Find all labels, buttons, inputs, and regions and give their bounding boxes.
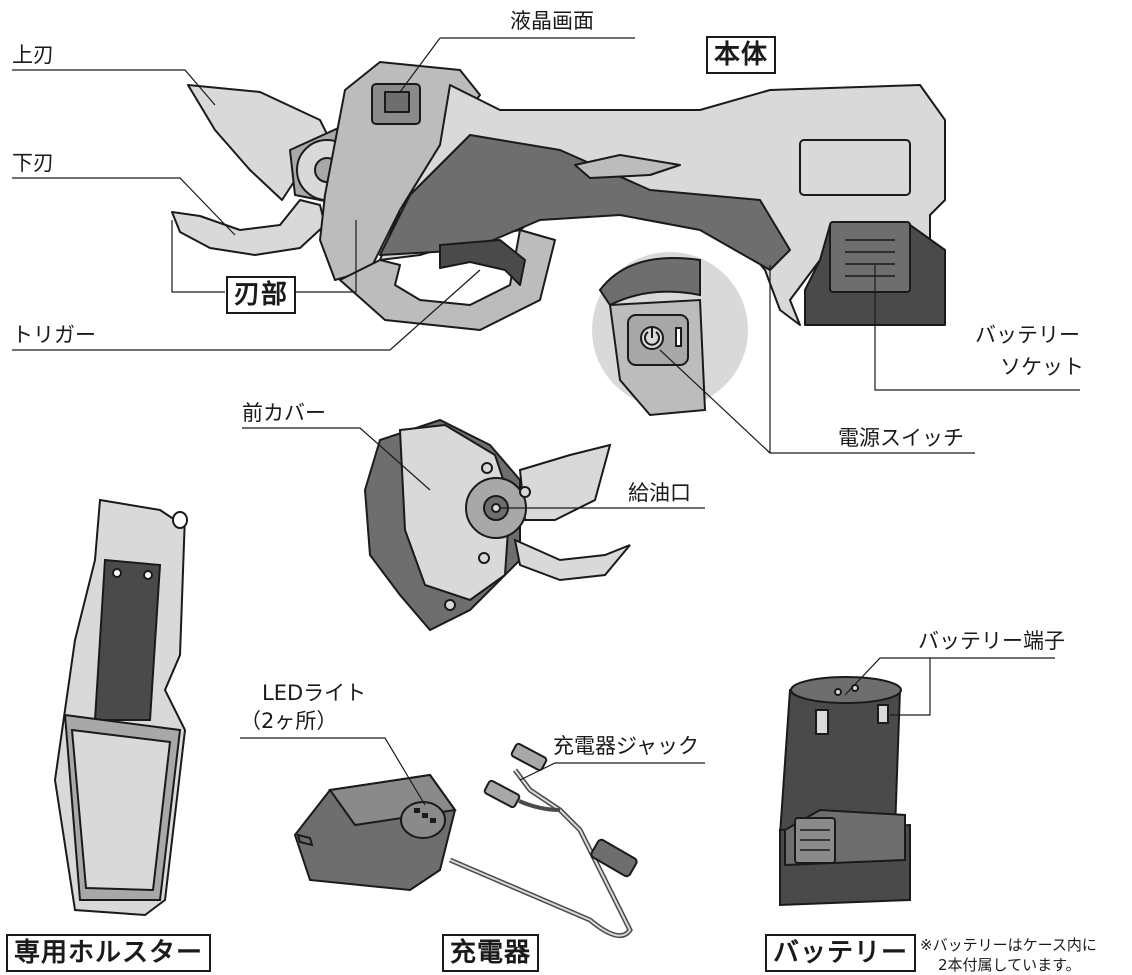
body-window bbox=[799, 139, 911, 196]
power-switch-zoom bbox=[592, 252, 748, 417]
grip-stripe bbox=[379, 134, 791, 271]
power-switch-label: 電源スイッチ bbox=[838, 426, 964, 450]
led-light-label-line2: （2ヶ所） bbox=[240, 709, 338, 733]
battery-title: バッテリー bbox=[765, 934, 917, 972]
lower-blade-label: 下刃 bbox=[12, 151, 54, 175]
leader-lines bbox=[12, 37, 1080, 806]
front-cover-label: 前カバー bbox=[242, 401, 326, 425]
trigger-guard-shape bbox=[339, 229, 556, 331]
charger-shape bbox=[293, 742, 638, 939]
led-light-label-line1: LEDライト bbox=[262, 681, 367, 705]
front-cover-zoom bbox=[363, 418, 631, 632]
oil-port-label: 給油口 bbox=[628, 481, 691, 505]
lcd-screen-label: 液晶画面 bbox=[510, 9, 594, 33]
charger-title: 充電器 bbox=[442, 934, 540, 972]
main-body-title: 本体 bbox=[706, 36, 777, 74]
battery-shape bbox=[778, 676, 911, 907]
charger-jack-label: 充電器ジャック bbox=[553, 734, 699, 758]
holster-title: 専用ホルスター bbox=[6, 934, 212, 972]
blade-part-title: 刃部 bbox=[226, 276, 297, 314]
upper-blade-label: 上刃 bbox=[12, 43, 54, 67]
battery-socket-label-line2: ソケット bbox=[1000, 355, 1084, 379]
lower-blade-shape bbox=[171, 199, 326, 256]
battery-note-line2: 2本付属しています。 bbox=[938, 956, 1081, 974]
trigger-label: トリガー bbox=[12, 323, 96, 347]
battery-socket-label-line1: バッテリー bbox=[975, 323, 1080, 347]
battery-terminal-label: バッテリー端子 bbox=[918, 629, 1065, 653]
battery-note-line1: ※バッテリーはケース内に bbox=[920, 936, 1097, 954]
holster-shape bbox=[53, 498, 188, 917]
trigger-shape bbox=[439, 239, 526, 286]
